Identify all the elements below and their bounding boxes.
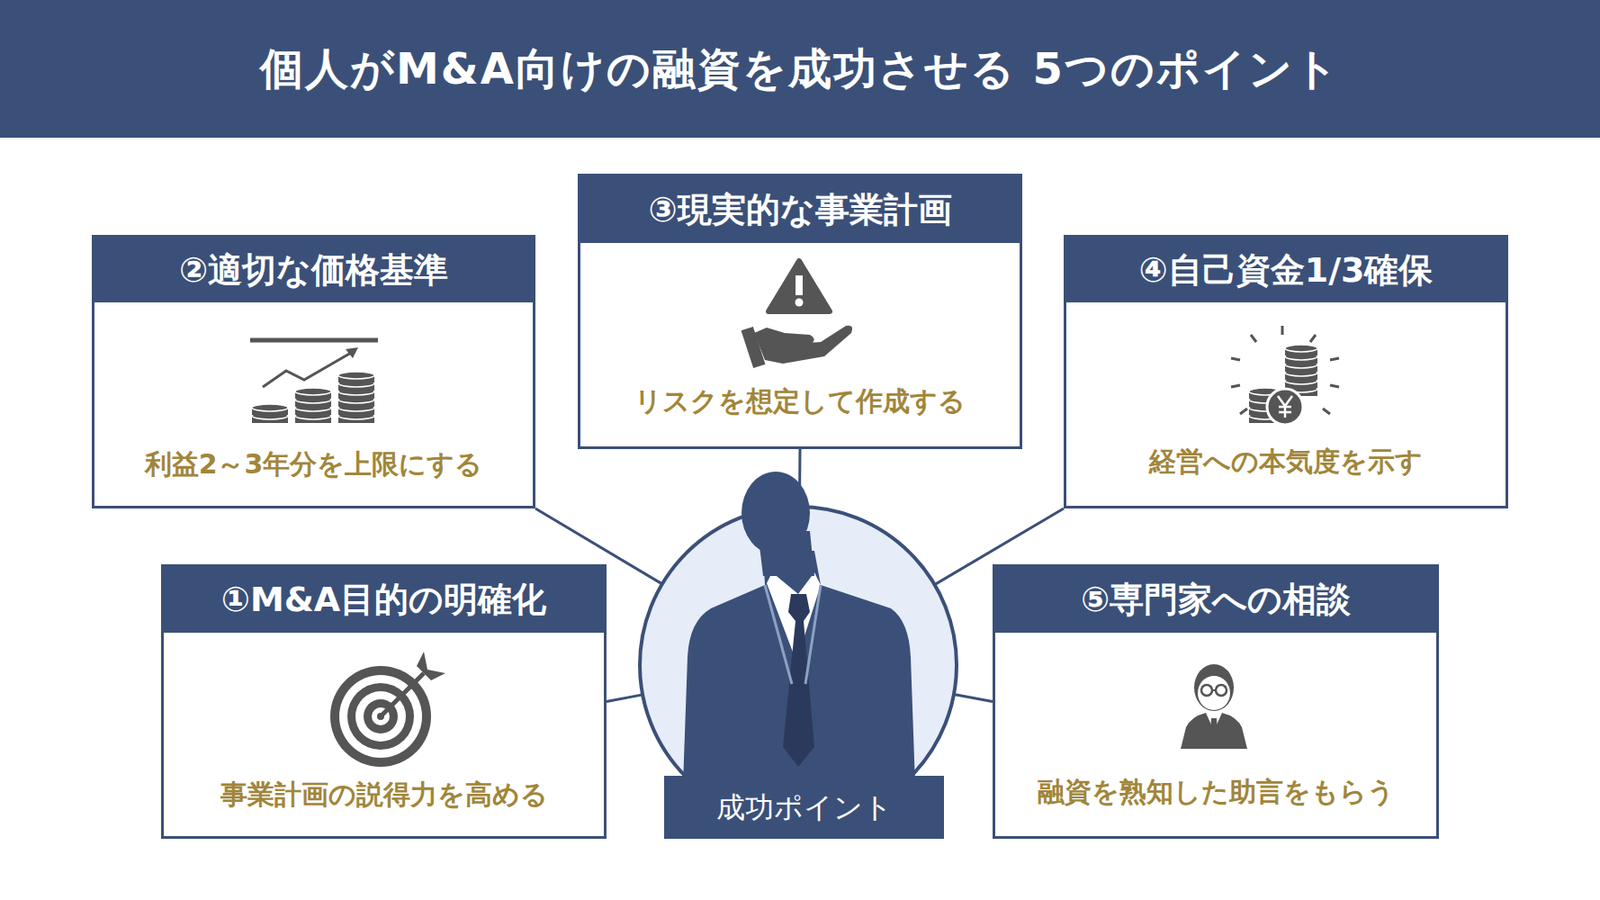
- coin: [295, 387, 332, 396]
- coins-chart-icon-part: [345, 347, 359, 359]
- expert-icon-part: [1215, 684, 1227, 696]
- point-caption: 事業計画の説得力を高める: [169, 774, 599, 815]
- target-icon-part: [416, 651, 446, 681]
- point-heading: ③現実的な事業計画: [580, 176, 1020, 243]
- coin: [1285, 344, 1318, 352]
- expert-icon-part: [1197, 675, 1231, 711]
- coin: [338, 371, 375, 379]
- expert-icon-part: [1209, 718, 1219, 749]
- center-label: 成功ポイント: [664, 775, 944, 839]
- coins-yen-icon-part: [1277, 395, 1293, 418]
- neck: [757, 530, 815, 576]
- point-heading: ④自己資金1/3確保: [1066, 237, 1506, 303]
- risk-hand-icon-part: [741, 326, 766, 369]
- coins-chart-icon: [250, 340, 378, 423]
- point-box: ②適切な価格基準利益2～3年分を上限にする: [91, 234, 536, 509]
- point-box: ④自己資金1/3確保経営への本気度を示す: [1063, 234, 1509, 509]
- point-caption: 融資を熟知した助言をもらう: [1000, 772, 1431, 812]
- suit-body: [682, 550, 917, 810]
- point-box: ①M&A目的の明確化事業計画の説得力を高める: [161, 564, 607, 839]
- target-icon-part: [380, 673, 424, 717]
- point-heading: ②適切な価格基準: [94, 237, 533, 303]
- coin-stacks: [251, 371, 375, 423]
- expert-icon-part: [1180, 712, 1248, 749]
- connector-line: [798, 449, 802, 507]
- point-caption: リスクを想定して作成する: [585, 381, 1015, 422]
- point-caption: 経営への本気度を示す: [1071, 441, 1501, 482]
- hub-figure: [639, 471, 957, 824]
- hub-circle-node: 成功ポイント: [639, 506, 957, 824]
- target-icon: [330, 651, 446, 767]
- expert-icon-part: [1194, 664, 1234, 711]
- connector-line: [953, 693, 993, 702]
- title-text: 個人がM&A向けの融資を成功させる 5つのポイント: [0, 0, 1600, 138]
- lapel: [764, 584, 821, 684]
- point-caption: 利益2～3年分を上限にする: [99, 444, 528, 485]
- risk-hand-icon-part: [795, 275, 803, 296]
- target-icon-part: [330, 665, 432, 767]
- tie: [782, 593, 815, 767]
- expert-icon-part: [1212, 689, 1216, 692]
- coins-yen-icon-part: [1267, 388, 1304, 425]
- coins-chart-icon-part: [262, 352, 351, 387]
- expert-icon-part: [1201, 684, 1213, 696]
- risk-hand-icon-part: [768, 260, 830, 312]
- risk-hand-icon-part: [795, 298, 804, 307]
- coin: [251, 404, 288, 412]
- coins-chart-icon-part: [250, 338, 378, 343]
- risk-hand-icon-part: [754, 325, 853, 364]
- point-box: ③現実的な事業計画リスクを想定して作成する: [577, 173, 1023, 450]
- expert-icon: [1180, 664, 1248, 749]
- risk-hand-icon: [741, 260, 854, 369]
- point-box: ⑤専門家への相談融資を熟知した助言をもらう: [992, 564, 1439, 839]
- coins-yen-icon-part: [1249, 344, 1318, 423]
- point-heading: ⑤専門家への相談: [995, 566, 1437, 633]
- coins-yen-icon: [1231, 325, 1340, 425]
- coins-yen-icon-part: [1231, 325, 1340, 414]
- connector-line: [606, 694, 643, 702]
- point-heading: ①M&A目的の明確化: [163, 566, 604, 633]
